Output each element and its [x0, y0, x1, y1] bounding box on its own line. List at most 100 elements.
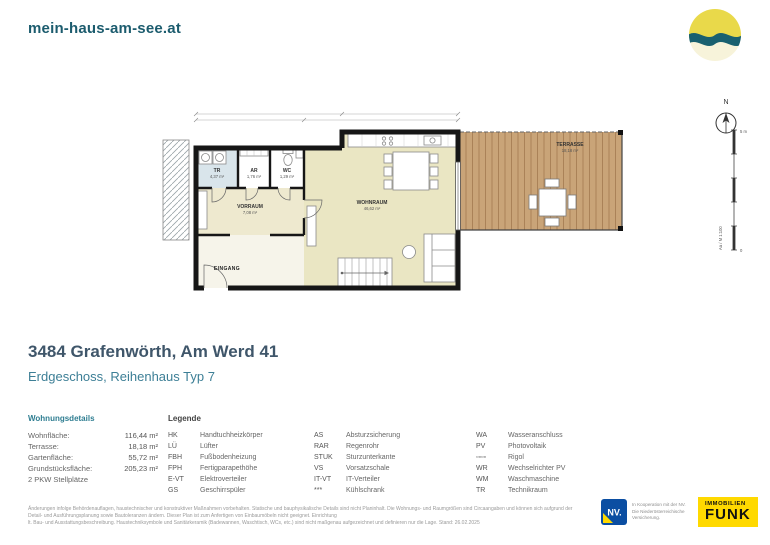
details-heading: Wohnungsdetails — [28, 414, 95, 423]
legend-abbr: TR — [476, 487, 486, 494]
legend-abbr: WR — [476, 465, 488, 472]
title-block: 3484 Grafenwörth, Am Werd 41 Erdgeschoss… — [28, 342, 278, 384]
funk-logo: IMMOBILIEN FUNK — [698, 497, 758, 527]
dimension-lines — [193, 111, 461, 123]
legend-item: AS Absturzsicherung — [314, 430, 458, 441]
detail-label: Gartenfläche: — [28, 453, 74, 462]
neighbor-hatch — [162, 139, 190, 241]
legend-abbr: E-VT — [168, 476, 184, 483]
legend-abbr: ▫▫▫▫ — [476, 454, 486, 461]
legend-abbr: VS — [314, 465, 324, 472]
page-title: 3484 Grafenwörth, Am Werd 41 — [28, 342, 279, 361]
legend-desc: Absturzsicherung — [346, 432, 401, 439]
entrance-floor — [196, 235, 304, 288]
nv-cooperation-text: In Kooperation mit der NV. Die Niederöst… — [632, 502, 694, 522]
legend-desc: Fußbodenheizung — [200, 454, 257, 461]
legend-panel: Legende HK Handtuchheizkörper LÜ Lüfter FB… — [168, 414, 634, 496]
room-label-terrasse: TERRASSE — [556, 142, 584, 148]
detail-value: 205,23 m² — [124, 464, 158, 473]
site-logo-text[interactable]: mein-haus-am-see.at — [28, 20, 182, 37]
staircase — [337, 257, 393, 289]
legend-item: STUK Sturzunterkante — [314, 452, 458, 463]
legend-item: LÜ Lüfter — [168, 441, 296, 452]
legend-desc: Regenrohr — [346, 443, 380, 450]
detail-label: 2 PKW Stellplätze — [28, 475, 89, 484]
room-area-wohnraum: 46,62 m² — [364, 206, 381, 211]
detail-label: Grundstücksfläche: — [28, 464, 93, 473]
legend-abbr: HK — [168, 432, 178, 439]
sofa — [402, 233, 456, 283]
legend-abbr: AS — [314, 432, 324, 439]
walls — [193, 129, 461, 291]
legend-abbr: FPH — [168, 465, 182, 472]
room-area-terrasse: 18,18 m² — [562, 148, 579, 153]
legend-desc: Handtuchheizkörper — [200, 432, 263, 439]
detail-row: Gartenfläche: 55,72 m² — [28, 452, 158, 463]
legend-desc: Waschmaschine — [508, 476, 560, 483]
legend-heading: Legende — [168, 414, 201, 423]
wc-fixtures — [282, 148, 304, 166]
detail-row: 2 PKW Stellplätze — [28, 474, 158, 485]
legend-abbr: RAR — [314, 443, 329, 450]
north-indicator-icon: N — [715, 99, 737, 134]
terrace-dining-set — [528, 178, 577, 227]
legend-abbr: PV — [476, 443, 486, 450]
legend-desc: Rigol — [508, 454, 524, 461]
legend-abbr: STUK — [314, 454, 333, 461]
room-area-tr: 4,37 m² — [210, 174, 225, 179]
legend-desc: IT-Verteiler — [346, 476, 380, 483]
room-area-vorraum: 7,08 m² — [243, 210, 258, 215]
legend-desc: Photovoltaik — [508, 443, 547, 450]
legend-item: GS Geschirrspüler — [168, 485, 296, 496]
room-label-wc: WC — [283, 168, 292, 174]
legend-abbr: *** — [314, 487, 323, 494]
nv-logo-text: NV. — [607, 508, 621, 518]
legend-abbr: GS — [168, 487, 179, 494]
scale-bar: 5 m 0 Aa / M 1:100 — [718, 129, 747, 253]
legend-desc: Elektroverteiler — [200, 476, 247, 483]
kitchen-counter — [347, 133, 457, 148]
page-subtitle: Erdgeschoss, Reihenhaus Typ 7 — [28, 369, 215, 384]
wardrobe — [197, 190, 208, 230]
disclaimer-line-1: Änderungen infolge Behördenauflagen, hau… — [28, 506, 573, 519]
disclaimer-line-2: lt. Bau- und Ausstattungsbeschreibung. H… — [28, 520, 480, 526]
legend-item: *** Kühlschrank — [314, 485, 458, 496]
entrance-label: EINGANG — [214, 266, 240, 272]
scale-note: Aa / M 1:100 — [718, 226, 723, 250]
floor-plan: TR 4,37 m² AR 1,76 m² WC 1,29 m² VORRAUM… — [162, 111, 623, 291]
funk-logo-top-text: IMMOBILIEN — [705, 501, 746, 507]
room-label-wohnraum: WOHNRAUM — [357, 200, 388, 206]
detail-label: Terrasse: — [28, 442, 59, 451]
scale-bottom-label: 0 — [740, 248, 743, 253]
legend-item: RAR Regenrohr — [314, 441, 458, 452]
detail-label: Wohnfläche: — [28, 431, 70, 440]
detail-row: Grundstücksfläche: 205,23 m² — [28, 463, 158, 474]
door-swings — [203, 187, 323, 289]
legend-desc: Geschirrspüler — [200, 487, 246, 494]
legend-desc: Lüfter — [200, 443, 218, 450]
legend-column-2: AS Absturzsicherung RAR Regenrohr STUK Stur… — [314, 414, 458, 496]
room-area-ar: 1,76 m² — [247, 174, 262, 179]
room-area-wc: 1,29 m² — [280, 174, 295, 179]
legend-abbr: LÜ — [168, 443, 177, 450]
legend-abbr: WM — [476, 476, 489, 483]
legend-column-1: Legende HK Handtuchheizkörper LÜ Lüfter FB… — [168, 414, 296, 496]
legend-item: FBH Fußbodenheizung — [168, 452, 296, 463]
legend-item: WM Waschmaschine — [476, 474, 616, 485]
legend-desc: Technikraum — [508, 487, 548, 494]
dining-table — [383, 151, 439, 191]
nv-logo: NV. — [601, 499, 627, 525]
legend-desc: Fertigparapethöhe — [200, 465, 258, 472]
legend-desc: Kühlschrank — [346, 487, 385, 494]
legend-abbr: FBH — [168, 454, 182, 461]
legend-item: E-VT Elektroverteiler — [168, 474, 296, 485]
nv-coop-line-1: In Kooperation mit der NV. — [632, 502, 686, 507]
room-label-ar: AR — [250, 168, 258, 174]
detail-value: 55,72 m² — [128, 453, 158, 462]
legend-desc: Sturzunterkante — [346, 454, 396, 461]
